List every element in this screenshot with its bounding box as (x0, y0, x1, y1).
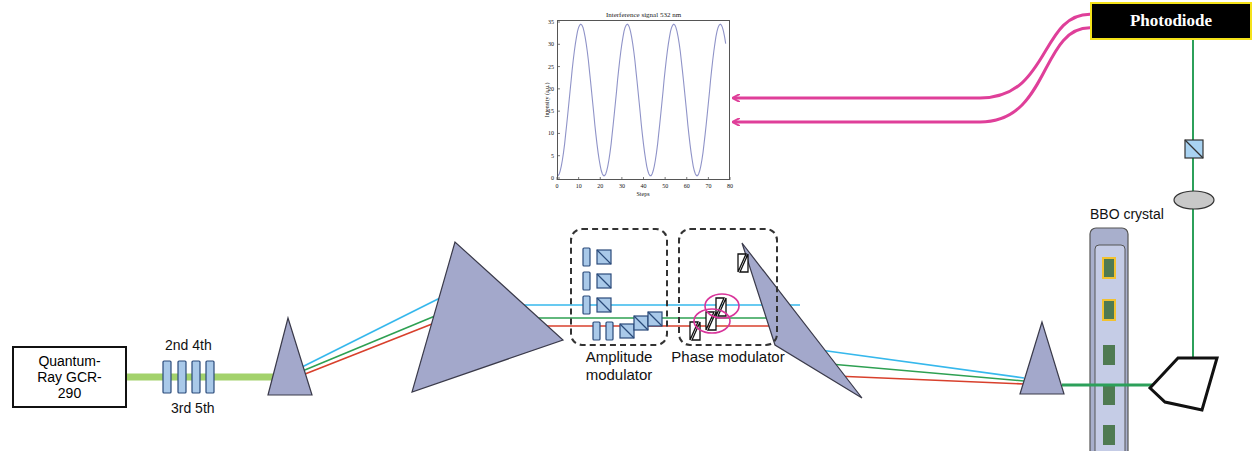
highlight-ellipses (694, 294, 739, 333)
tick-label: 40 (634, 182, 654, 190)
lens (1174, 191, 1214, 209)
tick-label: 0 (547, 182, 567, 190)
tick-label: 35 (535, 18, 554, 26)
node-text: Photodiode (1130, 11, 1212, 31)
tick-label: 25 (535, 63, 554, 71)
modulator-region: Amplitude modulator (570, 228, 668, 346)
bbo-crystal (1090, 228, 1128, 451)
laser-box: Quantum-Ray GCR-290 (12, 346, 127, 408)
dispersed-beams (300, 298, 1024, 384)
tick-label: 10 (535, 129, 554, 137)
node-text: Quantum-Ray GCR-290 (33, 353, 107, 401)
tick-label: 70 (698, 182, 718, 190)
harmonic-crystals (163, 361, 214, 393)
prisms (268, 242, 1064, 398)
interference-curve (557, 24, 726, 175)
tick-label: 20 (535, 85, 554, 93)
axis-ticks (557, 22, 730, 180)
part-label: 2nd 4th (165, 337, 212, 353)
modulator-region: Phase modulator (678, 228, 778, 346)
tick-label: 0 (535, 174, 554, 182)
tick-label: 50 (655, 182, 675, 190)
part-label: BBO crystal (1090, 206, 1164, 222)
tick-label: 30 (535, 40, 554, 48)
tick-label: 15 (535, 107, 554, 115)
signal-arrow (734, 14, 1090, 122)
mirror (1150, 358, 1217, 410)
pump-beam (127, 374, 282, 381)
axis-label: Steps (628, 190, 658, 198)
plot-frame: Interference signal 532 nm (557, 20, 730, 180)
node-text: Phase modulator (670, 348, 786, 366)
polarizer-elements (583, 248, 662, 340)
output-beam (1062, 384, 1165, 387)
tick-label: 20 (590, 182, 610, 190)
node-text: Amplitude modulator (562, 348, 676, 384)
photodiode-box: Photodiode (1090, 2, 1252, 40)
axis-label: Intensity (a.u.) (543, 70, 551, 130)
tick-label: 10 (569, 182, 589, 190)
wedge-pairs (690, 254, 748, 340)
node-text: Interference signal 532 nm (558, 11, 729, 19)
part-label: 3rd 5th (171, 400, 215, 416)
tick-label: 5 (535, 152, 554, 160)
tick-label: 80 (720, 182, 740, 190)
tick-label: 30 (612, 182, 632, 190)
beam-splitter-cube (1185, 140, 1203, 158)
tick-label: 60 (677, 182, 697, 190)
